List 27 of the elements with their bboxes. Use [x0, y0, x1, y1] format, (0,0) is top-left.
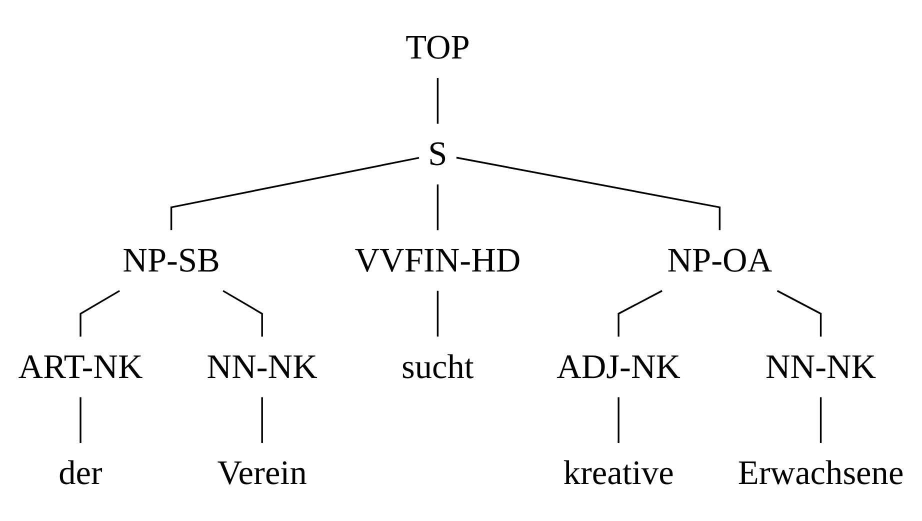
connector — [618, 290, 662, 337]
connector — [170, 157, 420, 230]
node-text: der — [58, 454, 102, 492]
connector — [436, 78, 439, 124]
connector — [820, 397, 822, 443]
connector — [436, 184, 439, 230]
connector — [80, 290, 120, 337]
connector — [776, 290, 822, 337]
connector — [80, 397, 82, 443]
node-text: NP-SB — [122, 242, 220, 280]
node-text: Erwachsene — [738, 454, 904, 492]
node-text: NP-OA — [667, 242, 772, 280]
node-text: Verein — [217, 454, 307, 492]
node-text: kreative — [563, 454, 674, 492]
connector — [618, 397, 620, 443]
node-text: S — [428, 135, 448, 173]
node-text: sucht — [401, 348, 474, 386]
node-text: ADJ-NK — [556, 348, 681, 386]
node-text: NN-NK — [206, 348, 318, 386]
connector — [436, 290, 439, 337]
connector — [222, 290, 263, 337]
node-text: NN-NK — [766, 348, 876, 386]
node-text: ART-NK — [18, 348, 143, 386]
connector — [456, 156, 721, 230]
connector — [261, 397, 263, 443]
node-text: TOP — [406, 28, 470, 67]
node-text: VVFIN-HD — [354, 242, 521, 280]
